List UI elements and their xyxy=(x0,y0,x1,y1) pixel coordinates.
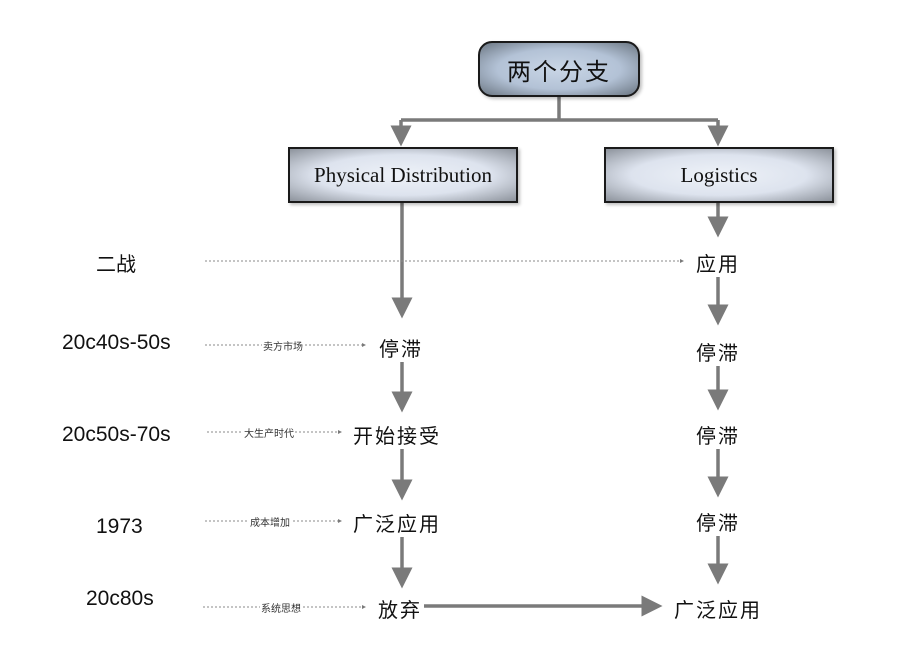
root-label: 两个分支 xyxy=(507,57,611,86)
pd-state: 广泛应用 xyxy=(353,508,441,537)
branch-label: Physical Distribution xyxy=(314,162,492,187)
era-label: 二战 xyxy=(96,252,136,276)
reason-label: 大生产时代 xyxy=(243,425,295,440)
logistics-state: 停滞 xyxy=(696,337,740,366)
logistics-state: 停滞 xyxy=(696,420,740,449)
pd-state: 放弃 xyxy=(378,594,422,623)
root-branch-connector xyxy=(390,97,729,147)
era-label: 1973 xyxy=(96,515,143,538)
era-label: 20c40s-50s xyxy=(62,331,171,354)
era-label: 20c80s xyxy=(86,587,154,610)
reason-label: 卖方市场 xyxy=(262,338,304,353)
branch-physical-distribution: Physical Distribution xyxy=(288,147,518,203)
branch-logistics: Logistics xyxy=(604,147,834,203)
pd-state: 开始接受 xyxy=(353,420,441,449)
pd-state: 停滞 xyxy=(379,333,423,362)
logistics-state: 停滞 xyxy=(696,507,740,536)
reason-label: 系统思想 xyxy=(260,600,302,615)
branch-label: Logistics xyxy=(680,162,758,187)
logistics-state: 广泛应用 xyxy=(674,594,762,623)
root-node: 两个分支 xyxy=(478,41,640,97)
era-label: 20c50s-70s xyxy=(62,423,171,446)
reason-label: 成本增加 xyxy=(249,514,291,529)
logistics-state: 应用 xyxy=(696,248,740,277)
